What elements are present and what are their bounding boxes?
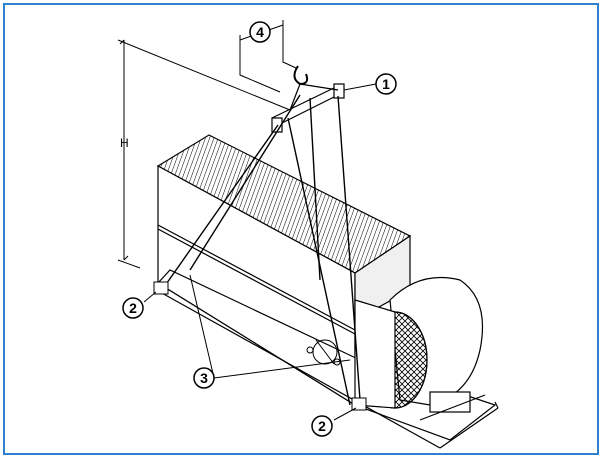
lifting-lug-rear (351, 397, 367, 411)
callout-1-label: 1 (382, 76, 390, 92)
callout-2-rear-label: 2 (318, 418, 326, 434)
blower-housing (354, 276, 486, 421)
spreader-bar (271, 65, 345, 133)
callout-leaders (143, 83, 377, 421)
callout-1: 1 (375, 73, 397, 95)
callout-3-label: 3 (200, 370, 208, 386)
height-dimension (117, 39, 291, 269)
callout-2-rear: 2 (311, 415, 333, 437)
callout-3: 3 (193, 367, 215, 389)
lifting-lug-front (153, 281, 169, 295)
lifting-slings (161, 94, 361, 406)
callout-2-front-label: 2 (129, 300, 137, 316)
callout-4-label: 4 (256, 24, 264, 40)
height-label: H (120, 136, 129, 150)
callout-2-front: 2 (122, 297, 144, 319)
callout-4: 4 (249, 21, 271, 43)
